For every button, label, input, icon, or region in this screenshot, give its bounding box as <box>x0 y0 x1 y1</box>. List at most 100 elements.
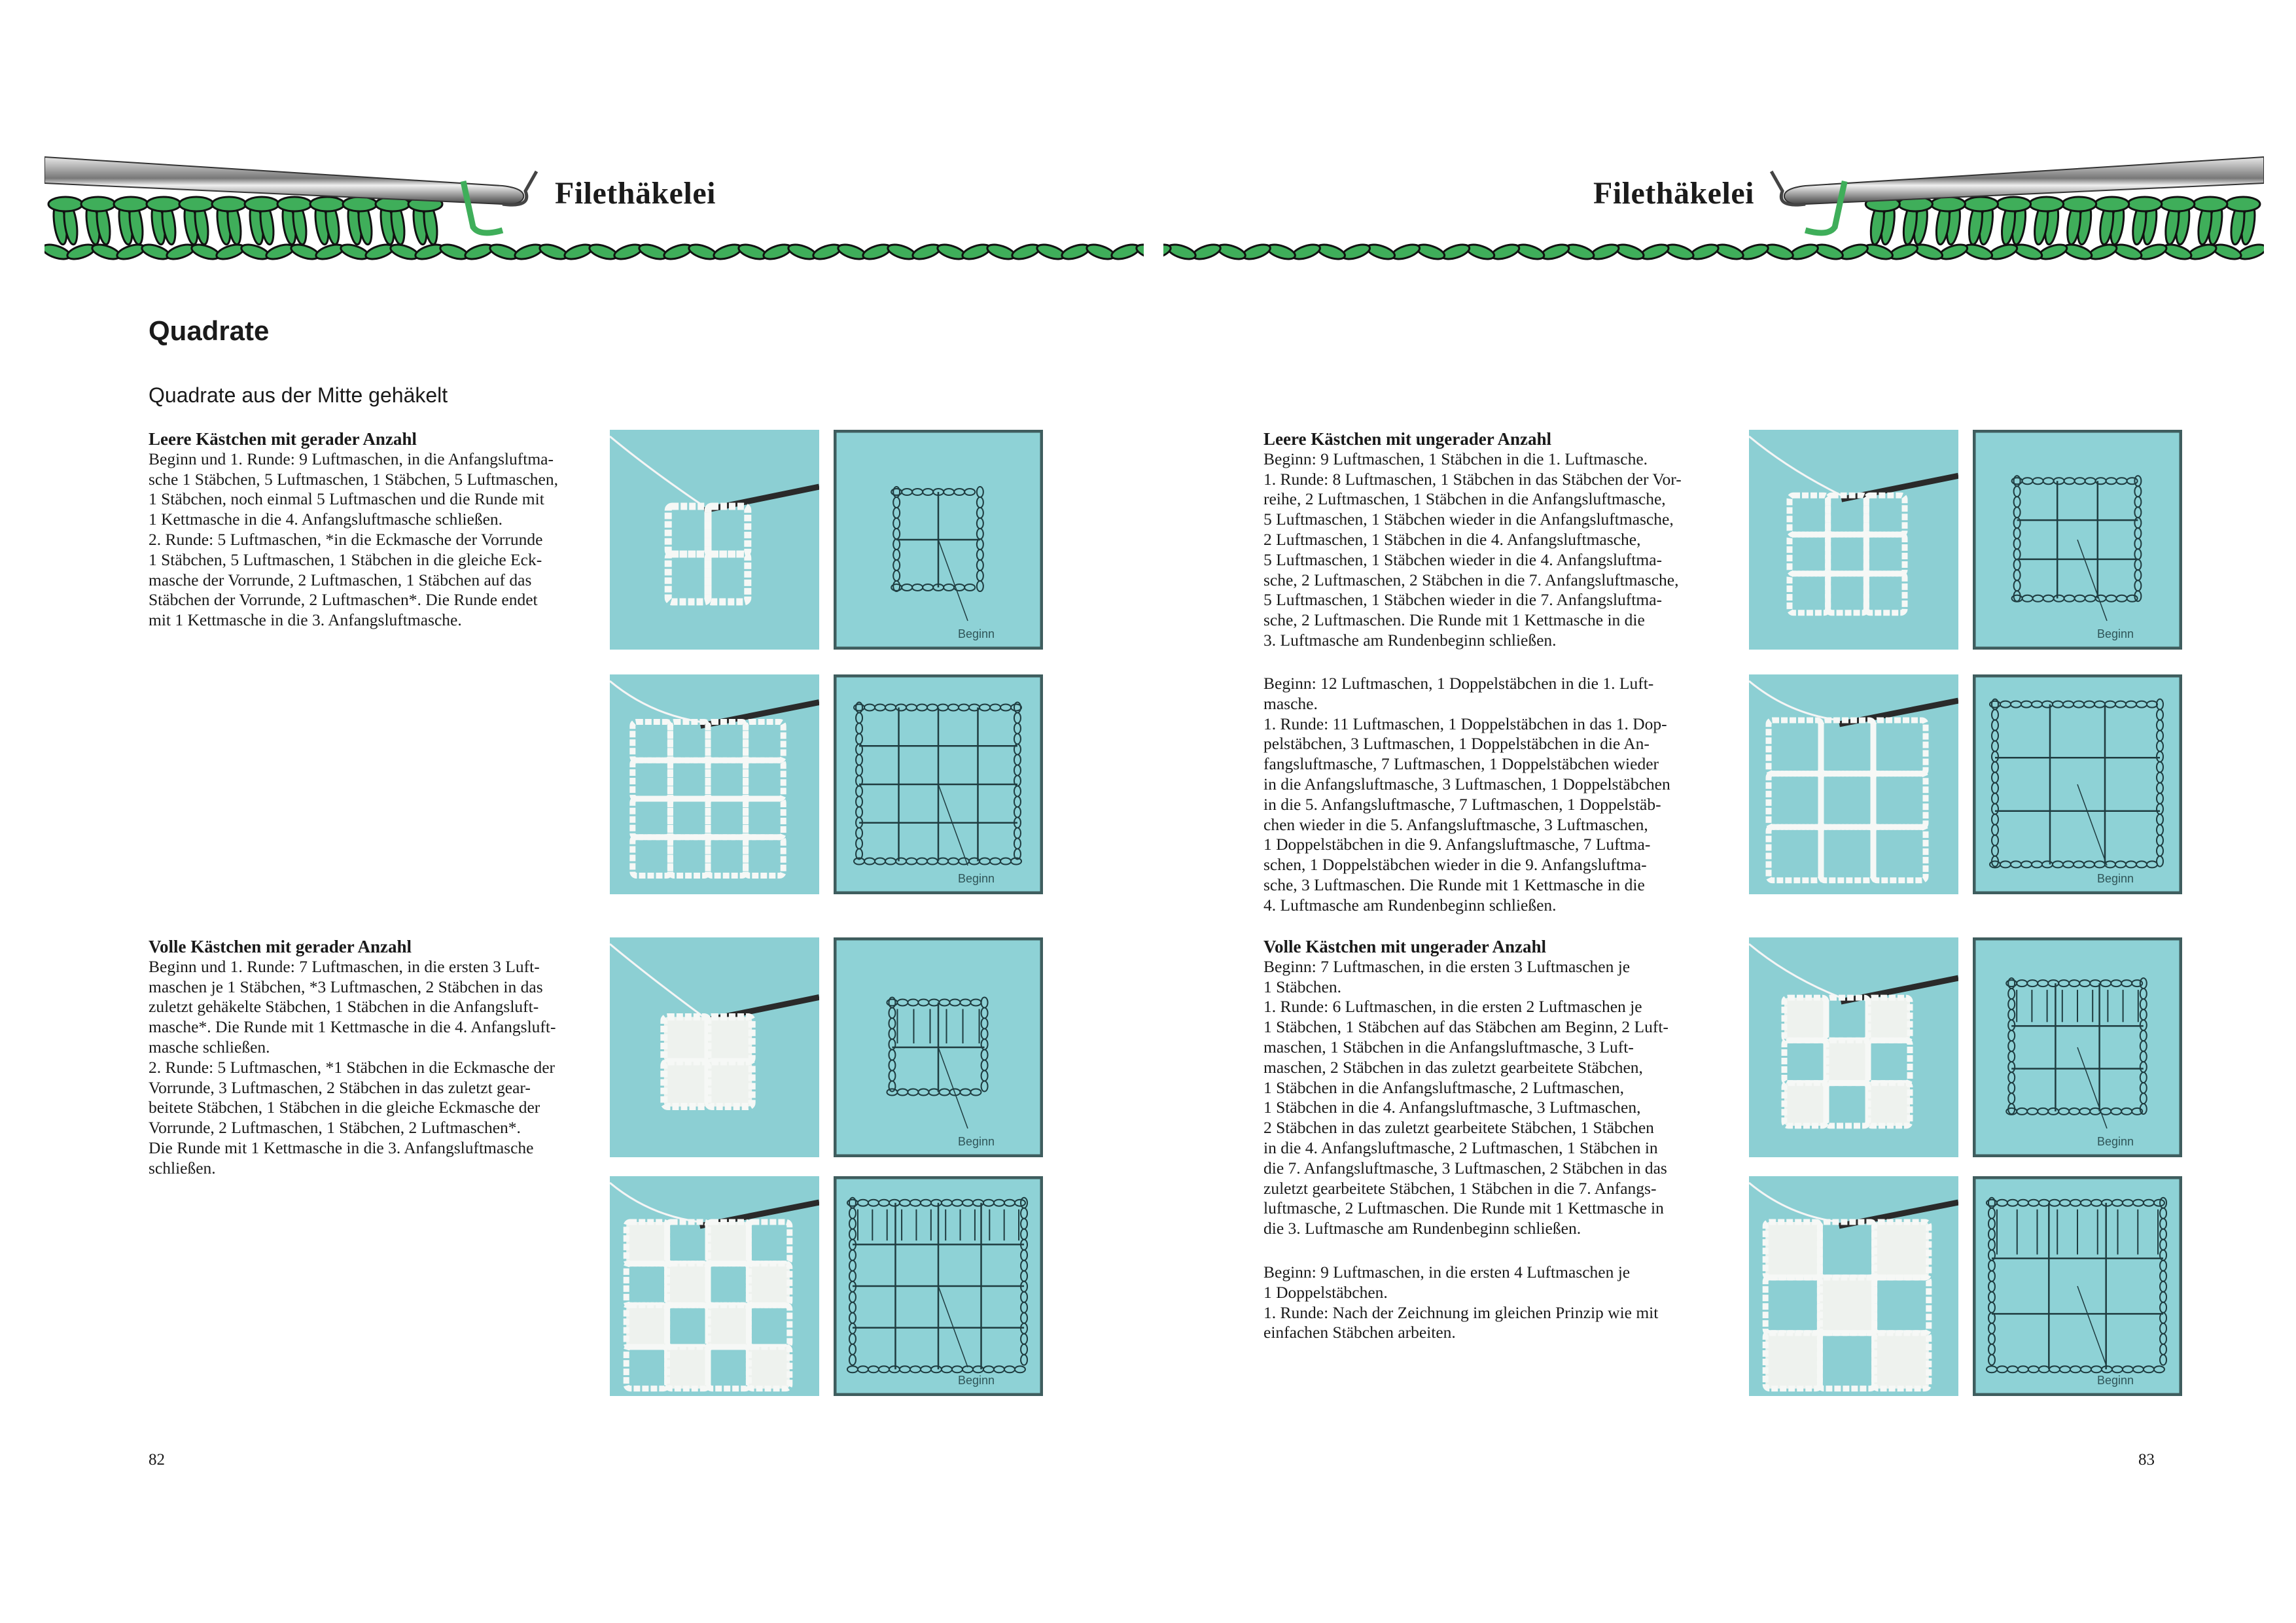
instruction-line: 2. Runde: 5 Luftmaschen, *1 Stäbchen in … <box>149 1057 556 1077</box>
instruction-line: 5 Luftmaschen, 1 Stäbchen wieder in die … <box>1263 550 1662 569</box>
instruction-line: 5 Luftmaschen, 1 Stäbchen wieder in die … <box>1263 590 1662 610</box>
page-number-left: 82 <box>149 1451 165 1469</box>
crochet-photo <box>610 937 819 1157</box>
running-title-right: Filethäkelei <box>1593 176 1754 211</box>
instruction-line: 1 Stäbchen in die 4. Anfangsluftmasche, … <box>1263 1098 1641 1117</box>
instruction-line: beitete Stäbchen, 1 Stäbchen in die glei… <box>149 1098 540 1117</box>
diagram-label-beginn: Beginn <box>2097 1135 2134 1148</box>
instruction-line: chen wieder in die 5. Anfangsluftmasche,… <box>1263 814 1648 834</box>
instruction-line: 1 Stäbchen, noch einmal 5 Luftmaschen un… <box>149 489 544 509</box>
crochet-square-photo-icon <box>610 674 819 894</box>
crochet-chart-diagram: Beginn <box>834 1176 1043 1396</box>
crochet-chart-diagram: Beginn <box>834 430 1043 650</box>
diagram-label-beginn: Beginn <box>2097 627 2134 640</box>
instruction-line: masche schließen. <box>149 1037 270 1056</box>
instruction-line: in die 4. Anfangsluftmasche, 2 Luftmasch… <box>1263 1138 1658 1157</box>
instruction-line: 1. Runde: 8 Luftmaschen, 1 Stäbchen in d… <box>1263 469 1682 489</box>
instruction-block: Beginn: 12 Luftmaschen, 1 Doppelstäbchen… <box>1263 674 1670 916</box>
crochet-square-photo-icon <box>1749 674 1958 894</box>
diagram-label-beginn: Beginn <box>958 872 995 885</box>
crochet-chart-diagram: Beginn <box>1973 430 2182 650</box>
instruction-heading: Volle Kästchen mit gerader Anzahl <box>149 937 412 956</box>
instruction-line: masche. <box>1263 693 1318 713</box>
instruction-line: 1 Stäbchen in die Anfangsluftmasche, 2 L… <box>1263 1077 1624 1097</box>
instruction-line: 1. Runde: 11 Luftmaschen, 1 Doppelstäbch… <box>1263 714 1667 733</box>
instruction-line: in die 5. Anfangsluftmasche, 7 Luftmasch… <box>1263 794 1661 814</box>
instruction-line: 2 Stäbchen in das zuletzt gearbeitete St… <box>1263 1118 1654 1138</box>
crochet-square-photo-icon <box>610 430 819 650</box>
instruction-line: maschen, 1 Stäbchen in die Anfangsluftma… <box>1263 1037 1634 1056</box>
crochet-photo <box>1749 430 1958 650</box>
instruction-line: die 3. Luftmasche am Rundenbeginn schlie… <box>1263 1219 1581 1238</box>
instruction-line: masche*. Die Runde mit 1 Kettmasche in d… <box>149 1017 556 1037</box>
instruction-line: 1 Kettmasche in die 4. Anfangsluftmasche… <box>149 510 503 529</box>
instruction-line: 3. Luftmasche am Rundenbeginn schließen. <box>1263 630 1557 650</box>
instruction-line: 1 Doppelstäbchen. <box>1263 1282 1388 1302</box>
header-crochet-illustration-right <box>1163 145 2264 266</box>
instruction-line: Beginn: 9 Luftmaschen, in die ersten 4 L… <box>1263 1263 1631 1282</box>
instruction-line: 2 Luftmaschen, 1 Stäbchen in die 4. Anfa… <box>1263 529 1641 549</box>
subsection-title: Quadrate aus der Mitte gehäkelt <box>149 383 448 407</box>
diagram-label-beginn: Beginn <box>958 1135 995 1148</box>
instruction-line: sche, 2 Luftmaschen, 2 Stäbchen in die 7… <box>1263 570 1679 589</box>
header-crochet-illustration-left <box>44 145 1144 266</box>
instruction-line: zuletzt gehäkelte Stäbchen, 1 Stäbchen i… <box>149 997 539 1017</box>
crochet-photo <box>610 1176 819 1396</box>
instruction-line: maschen je 1 Stäbchen, *3 Luftmaschen, 2… <box>149 977 543 996</box>
instruction-block: Beginn: 9 Luftmaschen, in die ersten 4 L… <box>1263 1263 1658 1343</box>
instruction-line: einfachen Stäbchen arbeiten. <box>1263 1323 1456 1342</box>
instruction-line: die 7. Anfangsluftmasche, 3 Luftmaschen,… <box>1263 1158 1667 1178</box>
instruction-line: 1. Runde: Nach der Zeichnung im gleichen… <box>1263 1302 1659 1322</box>
instruction-heading: Volle Kästchen mit ungerader Anzahl <box>1263 937 1547 956</box>
page-number-right: 83 <box>2138 1451 2155 1469</box>
instruction-line: 5 Luftmaschen, 1 Stäbchen wieder in die … <box>1263 510 1674 529</box>
crochet-square-photo-icon <box>610 1176 819 1396</box>
instruction-line: fangsluftmasche, 7 Luftmaschen, 1 Doppel… <box>1263 754 1659 774</box>
instruction-line: 1. Runde: 6 Luftmaschen, in die ersten 2… <box>1263 997 1642 1017</box>
instruction-line: 2. Runde: 5 Luftmaschen, *in die Eckmasc… <box>149 529 543 549</box>
crochet-photo <box>1749 674 1958 894</box>
instruction-line: Die Runde mit 1 Kettmasche in die 3. Anf… <box>149 1138 534 1157</box>
crochet-hook-chain-icon <box>1163 156 2264 260</box>
crochet-chart-diagram: Beginn <box>1973 674 2182 894</box>
instruction-line: Beginn: 7 Luftmaschen, in die ersten 3 L… <box>1263 956 1631 976</box>
instruction-line: in die Anfangsluftmasche, 3 Luftmaschen,… <box>1263 774 1670 794</box>
crochet-square-photo-icon <box>610 937 819 1157</box>
instruction-line: Stäbchen der Vorrunde, 2 Luftmaschen*. D… <box>149 590 538 610</box>
crochet-photo <box>1749 937 1958 1157</box>
instruction-line: 4. Luftmasche am Rundenbeginn schließen. <box>1263 895 1557 915</box>
crochet-chart-diagram: Beginn <box>1973 937 2182 1157</box>
instruction-line: 1 Stäbchen, 1 Stäbchen auf das Stäbchen … <box>1263 1017 1669 1037</box>
instruction-line: 1 Stäbchen, 5 Luftmaschen, 1 Stäbchen in… <box>149 550 542 569</box>
crochet-square-photo-icon <box>1749 937 1958 1157</box>
crochet-photo <box>610 674 819 894</box>
instruction-heading: Leere Kästchen mit ungerader Anzahl <box>1263 429 1551 449</box>
diagram-label-beginn: Beginn <box>958 627 995 640</box>
diagram-label-beginn: Beginn <box>958 1374 995 1387</box>
instruction-line: schließen. <box>149 1158 216 1178</box>
instruction-line: Vorrunde, 3 Luftmaschen, 2 Stäbchen in d… <box>149 1077 531 1097</box>
instruction-line: Beginn und 1. Runde: 9 Luftmaschen, in d… <box>149 449 554 468</box>
instruction-line: luftmasche, 2 Luftmaschen. Die Runde mit… <box>1263 1198 1664 1218</box>
instruction-line: Beginn: 12 Luftmaschen, 1 Doppelstäbchen… <box>1263 674 1654 693</box>
instruction-line: reihe, 2 Luftmaschen, 1 Stäbchen in die … <box>1263 489 1666 509</box>
instruction-line: sche 1 Stäbchen, 5 Luftmaschen, 1 Stäbch… <box>149 469 558 489</box>
instruction-line: schen, 1 Doppelstäbchen wieder in die 9.… <box>1263 855 1647 875</box>
instruction-heading: Leere Kästchen mit gerader Anzahl <box>149 429 417 449</box>
crochet-chart-diagram: Beginn <box>1973 1176 2182 1396</box>
instruction-line: sche, 3 Luftmaschen. Die Runde mit 1 Ket… <box>1263 875 1645 894</box>
crochet-square-photo-icon <box>1749 1176 1958 1396</box>
diagram-label-beginn: Beginn <box>2097 1374 2134 1387</box>
crochet-chart-diagram: Beginn <box>834 674 1043 894</box>
crochet-chart-diagram: Beginn <box>834 937 1043 1157</box>
instruction-line: 1 Doppelstäbchen in die 9. Anfangsluftma… <box>1263 835 1651 854</box>
instruction-line: Vorrunde, 2 Luftmaschen, 1 Stäbchen, 2 L… <box>149 1118 521 1138</box>
diagram-label-beginn: Beginn <box>2097 872 2134 885</box>
instruction-line: Beginn: 9 Luftmaschen, 1 Stäbchen in die… <box>1263 449 1648 468</box>
crochet-hook-chain-icon <box>44 156 1144 260</box>
instruction-line: pelstäbchen, 3 Luftmaschen, 1 Doppelstäb… <box>1263 734 1650 754</box>
